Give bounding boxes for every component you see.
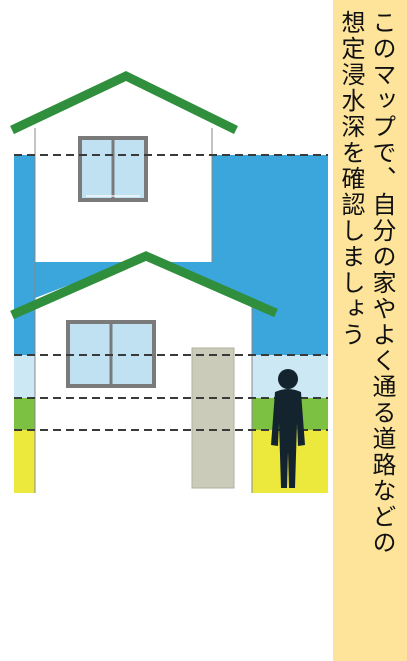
upper-window xyxy=(78,136,148,202)
upper-roof xyxy=(10,71,238,135)
person-silhouette xyxy=(271,369,305,488)
note-panel xyxy=(333,0,407,661)
front-door xyxy=(191,347,235,489)
note-line-1: このマップで、自分の家やよく通る道路などの xyxy=(368,10,396,556)
flood-depth-illustration xyxy=(10,71,328,493)
house xyxy=(10,71,278,493)
note-line-2: 想定浸水深を確認しましょう xyxy=(337,10,365,348)
lower-roof xyxy=(10,251,278,320)
